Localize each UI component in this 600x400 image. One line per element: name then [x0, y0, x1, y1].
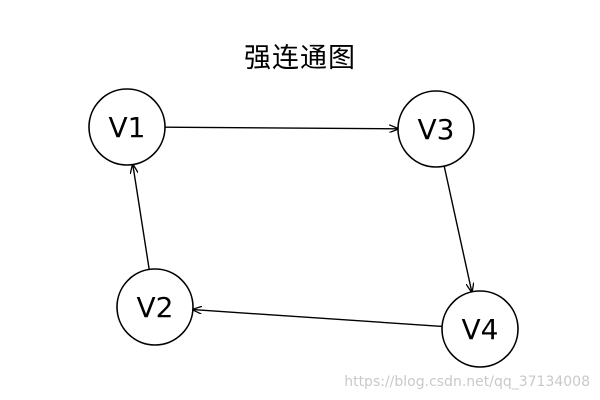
- node-v4-circle: [441, 290, 519, 368]
- edge-v4-to-v2: [193, 310, 443, 328]
- node-v2-label: V2: [137, 291, 174, 324]
- node-v2: V2: [116, 268, 194, 346]
- edge-v3-to-v4: [443, 165, 472, 292]
- node-v1-label: V1: [109, 111, 146, 144]
- node-v1: V1: [88, 88, 166, 166]
- diagram-title: 强连通图: [244, 43, 356, 74]
- node-v4: V4: [441, 290, 519, 368]
- node-v1-circle: [88, 88, 166, 166]
- node-v3-label: V3: [418, 113, 455, 146]
- node-v2-circle: [116, 268, 194, 346]
- watermark: https://blog.csdn.net/qq_37134008: [344, 374, 590, 390]
- edge-v2-to-v1: [133, 165, 150, 270]
- edge-v1-to-v3: [164, 127, 398, 129]
- node-v3-circle: [397, 90, 475, 168]
- node-v3: V3: [397, 90, 475, 168]
- edges-layer: [133, 127, 472, 328]
- node-v4-label: V4: [462, 313, 499, 346]
